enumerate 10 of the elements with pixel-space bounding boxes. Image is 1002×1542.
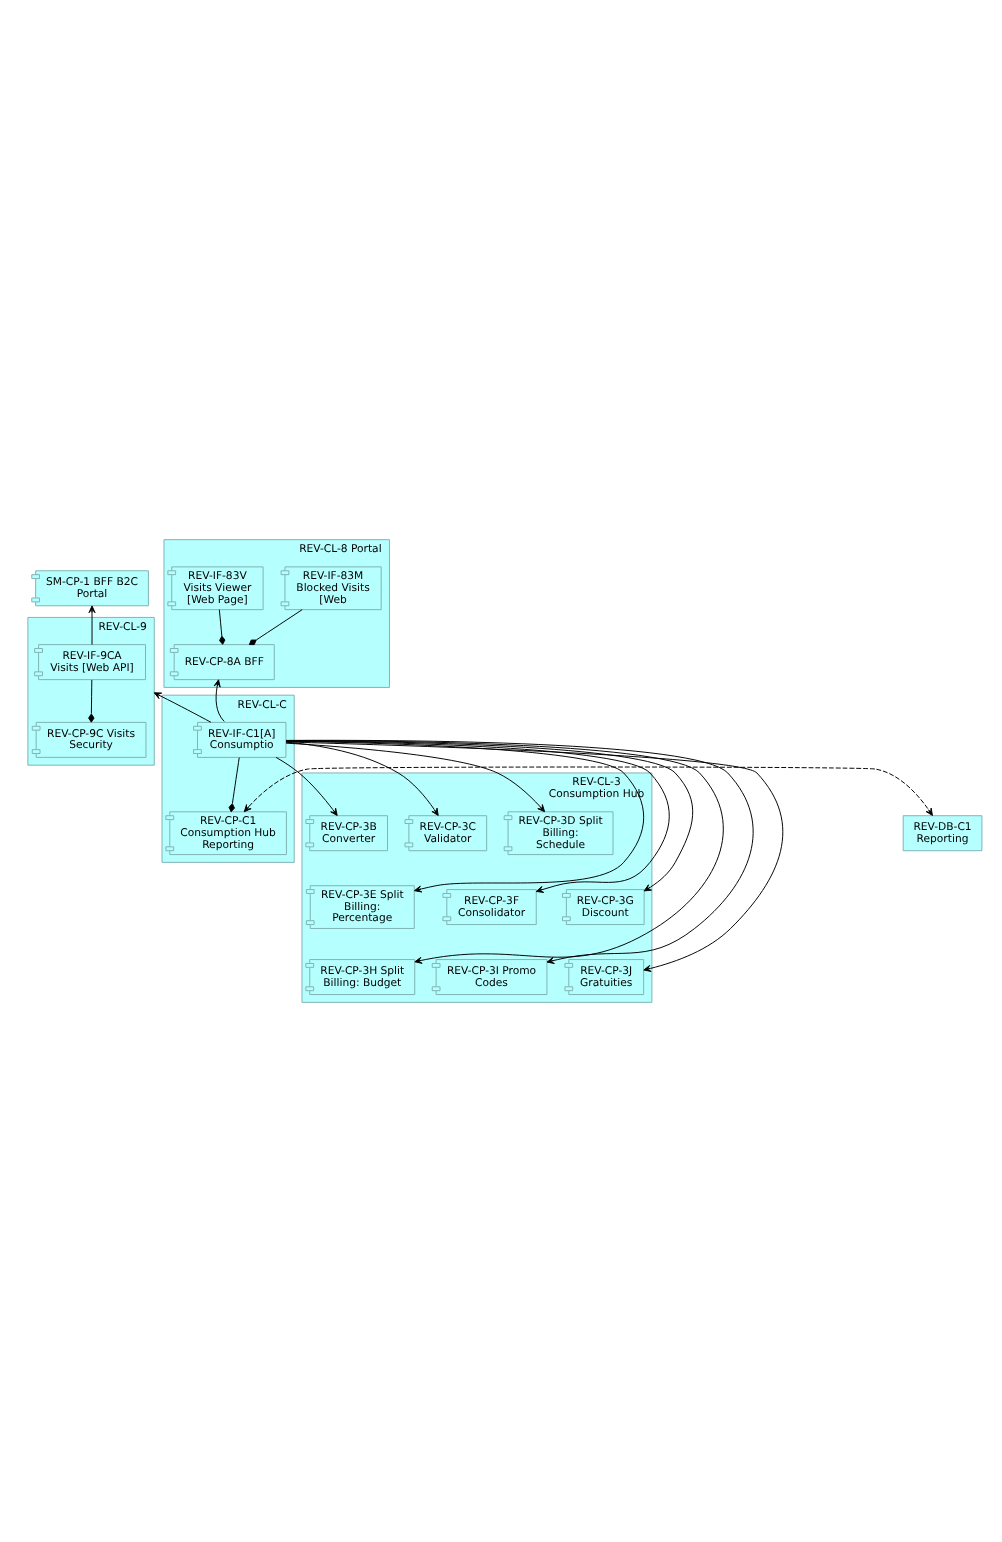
connector bbox=[218, 609, 226, 645]
connector bbox=[88, 679, 95, 723]
arrow bbox=[153, 692, 212, 723]
arrow bbox=[243, 766, 933, 816]
arrow bbox=[285, 742, 546, 813]
arrow bbox=[275, 756, 338, 816]
arrow bbox=[88, 605, 96, 646]
arrow bbox=[213, 679, 225, 722]
connector bbox=[248, 609, 303, 646]
connector bbox=[228, 757, 240, 813]
